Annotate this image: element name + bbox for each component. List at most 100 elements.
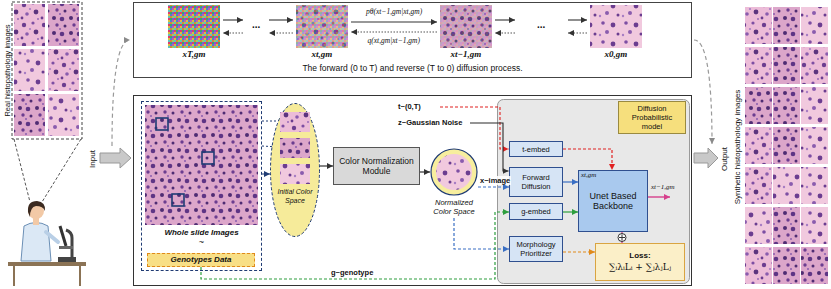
node-text: Morphology Prioritizer [513, 240, 559, 258]
text-wrap: Initial Color Space [275, 187, 315, 205]
connector-arrow [563, 211, 578, 212]
synthetic-image-grid [745, 244, 828, 247]
step-label: xt−1,gm [451, 49, 482, 60]
diffusion-step-image [168, 5, 220, 48]
flow-curve [694, 40, 712, 144]
reverse-step-arrow [269, 19, 293, 20]
forward-step-arrow [269, 32, 293, 33]
input-signal-line [648, 196, 670, 197]
node-text: Unet Based Backbone [582, 191, 644, 212]
researcher-icon [59, 246, 73, 249]
real-image-grid [48, 94, 79, 136]
connector-arrow [420, 171, 430, 172]
forward-step-arrow [495, 32, 515, 33]
researcher-icon [66, 230, 72, 257]
step-label: xt,gm [312, 49, 333, 60]
researcher-icon [8, 262, 86, 266]
ellipse-shape [270, 103, 320, 237]
process-box: Forward Diffusion [509, 167, 563, 197]
process-box: Morphology Prioritizer [509, 236, 563, 262]
connector-arrow [563, 251, 595, 252]
flow-label: Input [88, 150, 98, 168]
real-image-grid [14, 94, 45, 136]
synthetic-image-grid [801, 247, 828, 284]
circle-shape [436, 154, 472, 190]
node-text: Diffusion Probabilistic model [622, 104, 682, 131]
real-image-grid [14, 49, 45, 91]
signal-label: xt−1,gm [651, 183, 675, 191]
input-label: t~(0,T) [398, 102, 421, 111]
input-label: z~Gaussian Noise [398, 118, 462, 127]
reverse-step-arrow [223, 19, 243, 20]
transition-label: q(xt,gm|xt−1,gm) [368, 36, 421, 45]
forward-step-arrow [223, 32, 587, 33]
wsi-shape [156, 118, 168, 130]
signal-label: xt,gm [581, 171, 596, 179]
synthetic-image-grid [801, 7, 828, 284]
patch-selection-line [262, 121, 279, 122]
node-text: Normalized Color Space [430, 198, 478, 216]
step-label: xT,gm [183, 49, 206, 60]
researcher-icon [46, 232, 58, 242]
diffusion-step-image [168, 5, 642, 48]
whole-slide-panel: Whole slide Images~Genotypes Data [141, 101, 262, 271]
synthetic-image-grid [745, 84, 828, 87]
diffusion-step-image [590, 5, 642, 48]
color-space-circle: Normalized Color Space [430, 148, 478, 218]
view-leader-line [14, 139, 81, 202]
embed-box: t-embed [509, 141, 563, 157]
reverse-step-arrow [495, 19, 515, 20]
color-space-ellipse: Initial Color Space [270, 103, 320, 237]
diffusion-step-image [440, 5, 492, 48]
real-image-grid [12, 2, 82, 139]
diffusion-step-image [440, 5, 492, 48]
researcher-icon [58, 257, 76, 262]
synthetic-image-grid [800, 7, 801, 284]
real-image-grid [48, 4, 79, 46]
panel-caption: The forward (0 to T) and reverse (T to 0… [134, 63, 691, 74]
transition-label: pθ(xt−1,gm|xt,gm) [366, 7, 422, 16]
connector-arrow [563, 181, 578, 182]
block-arrow [100, 148, 131, 168]
synthetic-image-grid [745, 204, 828, 207]
researcher-icon [79, 266, 81, 286]
researcher-icon [60, 226, 66, 246]
wsi-shape [145, 105, 258, 225]
tilde-mark: ~ [142, 238, 261, 247]
reverse-step-arrow [223, 20, 587, 22]
researcher-icon [33, 218, 39, 225]
ellipse-shape [280, 164, 310, 184]
connector-arrow [320, 165, 333, 166]
wsi-shape [172, 194, 184, 206]
reverse-step-arrow [568, 19, 587, 20]
loss-title: Loss: [599, 251, 681, 261]
framework-frame [134, 96, 692, 286]
block-arrow [694, 148, 718, 168]
sum-symbol [622, 235, 623, 241]
synthetic-image-grid [772, 7, 773, 284]
synthetic-image-grid [801, 47, 828, 84]
wsi-shape [202, 152, 214, 164]
ellipsis-mark: ... [537, 19, 545, 31]
real-image-grid [48, 49, 79, 91]
step-label: x0,gm [605, 49, 628, 60]
diffusion-step-image [296, 5, 348, 48]
embed-box: g-embed [509, 203, 563, 220]
synthetic-image-grid [745, 7, 828, 284]
loss-box: Loss:∑ᵢλᵢLᵢ + ∑ⱼλⱼLⱼ [595, 243, 685, 281]
view-leader-line [14, 139, 30, 202]
researcher-icon [13, 266, 15, 286]
researcher-icon [28, 201, 45, 217]
node-text: Color Normalization Module [337, 156, 416, 177]
researcher-icon [8, 201, 86, 286]
connector-arrow [563, 149, 612, 170]
node-text: Forward Diffusion [513, 173, 559, 191]
side-label: Synthetic histopathology images [733, 90, 743, 205]
backbone-box: Unet Based Backbone [578, 170, 648, 232]
ellipse-shape [280, 138, 310, 158]
synthetic-image-grid [745, 124, 828, 127]
synthetic-image-grid [745, 207, 772, 244]
circle-shape [431, 149, 477, 195]
node-text: t-embed [513, 145, 559, 154]
